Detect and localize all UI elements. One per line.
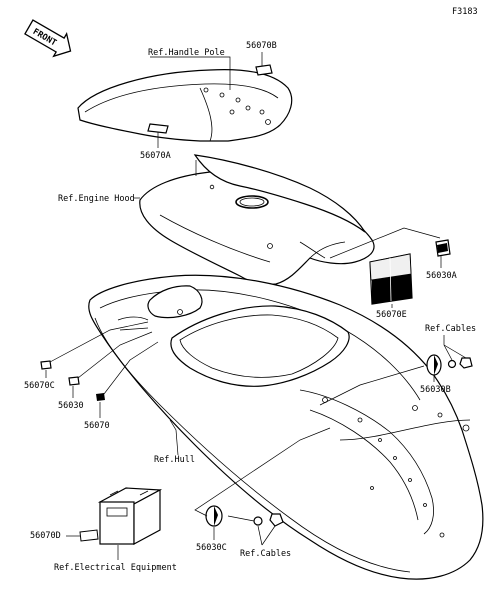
label-56030C: 56030C bbox=[196, 543, 227, 553]
engine-hood bbox=[139, 154, 375, 286]
label-56070D: 56070D bbox=[30, 531, 61, 541]
label-ref-electrical-equipment: Ref.Electrical Equipment bbox=[54, 563, 177, 573]
battery bbox=[97, 487, 163, 546]
label-56070E: 56070E bbox=[376, 310, 407, 320]
leader-lines bbox=[45, 52, 467, 560]
label-56030B: 56030B bbox=[420, 385, 451, 395]
label-56030: 56030 bbox=[58, 401, 84, 411]
hull bbox=[88, 274, 484, 580]
decal-56030B bbox=[426, 354, 442, 376]
label-ref-handle-pole: Ref.Handle Pole bbox=[148, 48, 225, 58]
label-56070A: 56070A bbox=[140, 151, 171, 161]
label-56070B: 56070B bbox=[246, 41, 277, 51]
handle-pole-cover bbox=[77, 69, 293, 142]
label-56070: 56070 bbox=[84, 421, 110, 431]
decal-56030A-mark bbox=[437, 243, 448, 253]
label-ref-hull: Ref.Hull bbox=[154, 455, 195, 465]
label-ref-cables-bottom: Ref.Cables bbox=[240, 549, 291, 559]
front-arrow-icon: FRONT bbox=[24, 19, 72, 58]
label-ref-engine-hood: Ref.Engine Hood bbox=[58, 194, 135, 204]
label-56030A: 56030A bbox=[426, 271, 457, 281]
label-56070C: 56070C bbox=[24, 381, 55, 391]
decal-56070B bbox=[255, 64, 273, 76]
decal-56070C bbox=[40, 360, 52, 370]
decal-56030 bbox=[68, 376, 80, 386]
decal-56030C bbox=[205, 505, 223, 527]
decal-56070 bbox=[96, 393, 105, 401]
label-ref-cables-top: Ref.Cables bbox=[425, 324, 476, 334]
decal-56070E bbox=[369, 253, 413, 305]
decal-56070D bbox=[79, 529, 99, 542]
figure-code: F3183 bbox=[452, 7, 478, 17]
cable-clamp-lower bbox=[253, 513, 284, 527]
cable-clamp-upper bbox=[447, 357, 473, 369]
decal-56070A bbox=[147, 123, 169, 134]
